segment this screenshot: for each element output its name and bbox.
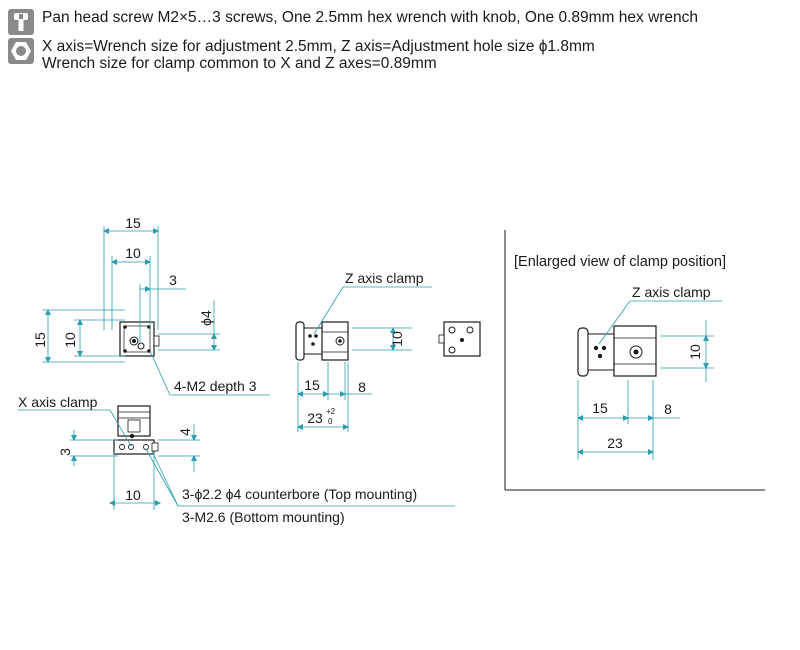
dim-side-tol-minus: 0 (328, 417, 333, 426)
dim-side-height: 10 (389, 331, 405, 347)
screw-icon (8, 9, 34, 35)
dim-side-left: 15 (304, 377, 320, 393)
enlarged-view: [Enlarged view of clamp position] Z (504, 230, 765, 491)
dim-front-bottom-width: 10 (125, 487, 141, 503)
enlarged-dim-height: 10 (687, 344, 703, 360)
dim-top-width-inner: 10 (125, 245, 141, 261)
dim-side-right: 8 (358, 379, 366, 395)
dim-top-hole-dia: ϕ4 (198, 310, 214, 326)
top-view: 15 10 3 15 10 ϕ4 4-M2 depth 3 (32, 215, 270, 396)
hex-nut-icon (8, 38, 34, 64)
enlarged-dim-left: 15 (592, 400, 608, 416)
adjustment-text: X axis=Wrench size for adjustment 2.5mm,… (42, 38, 595, 72)
dim-top-width-outer: 15 (125, 215, 141, 231)
accessories-note: Pan head screw M2×5…3 screws, One 2.5mm … (8, 9, 698, 35)
accessories-text: Pan head screw M2×5…3 screws, One 2.5mm … (42, 9, 699, 26)
enlarged-z-clamp-label: Z axis clamp (632, 284, 711, 300)
side-view-knob (295, 321, 305, 361)
front-view: X axis clamp 3 4 10 3-ϕ2.2 ϕ4 counterbor… (18, 394, 455, 525)
dim-side-total: 23 (307, 410, 323, 426)
dim-top-height-outer: 15 (32, 332, 48, 348)
dim-top-height-inner: 10 (62, 332, 78, 348)
adjustment-note: X axis=Wrench size for adjustment 2.5mm,… (8, 38, 595, 72)
dim-side-tol-plus: +2 (326, 407, 336, 416)
bottom-mounting-note: 3-M2.6 (Bottom mounting) (182, 509, 345, 525)
enlarged-knob (577, 327, 589, 377)
side-view: Z axis clamp 10 15 8 23 +2 0 (295, 270, 432, 432)
enlarged-dim-right: 8 (664, 401, 672, 417)
dim-front-right-height: 4 (177, 428, 193, 436)
counterbore-note: 3-ϕ2.2 ϕ4 counterbore (Top mounting) (182, 486, 417, 502)
dim-top-offset: 3 (169, 272, 177, 288)
rear-view (438, 321, 481, 357)
enlarged-view-title: [Enlarged view of clamp position] (514, 254, 726, 270)
dim-front-left-height: 3 (57, 448, 73, 456)
enlarged-dim-total: 23 (607, 435, 623, 451)
tapped-holes-label: 4-M2 depth 3 (174, 378, 257, 394)
adjustment-line-1: X axis=Wrench size for adjustment 2.5mm,… (42, 38, 595, 55)
adjustment-line-2: Wrench size for clamp common to X and Z … (42, 55, 437, 72)
z-axis-clamp-label: Z axis clamp (345, 270, 424, 286)
x-axis-clamp-label: X axis clamp (18, 394, 98, 410)
